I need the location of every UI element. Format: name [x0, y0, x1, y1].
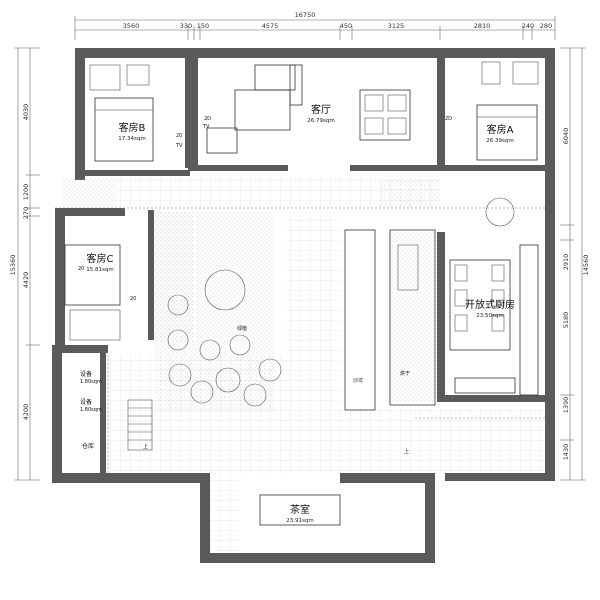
dim-top-1: 3560	[123, 22, 140, 30]
room-storage-name: 仓库	[82, 442, 94, 450]
furniture	[55, 61, 545, 526]
walls	[52, 48, 555, 563]
dim-left-4: 4420	[22, 272, 30, 289]
room-guest-b-name: 客房B	[119, 121, 146, 134]
note-2d-2: 2D	[445, 116, 452, 122]
room-guest-a-name: 客房A	[487, 123, 514, 136]
dim-left-3: 270	[22, 207, 30, 219]
dim-top-3: 150	[197, 22, 209, 30]
top-dimensions: 16750 3560 330 150 4575 450 3125 2810 24…	[74, 11, 556, 40]
room-equip1-area: 1.80sqm	[80, 379, 102, 385]
note-2d-1: 2D	[204, 116, 211, 122]
dryer-label: 烘干	[400, 370, 410, 377]
dim-top-9: 280	[540, 22, 552, 30]
dim-total-top: 16750	[295, 11, 316, 19]
tv-label-2: TV	[202, 124, 210, 130]
room-equip1-name: 设备	[80, 370, 92, 378]
dim-top-2: 330	[180, 22, 192, 30]
room-tea-area: 23.91sqm	[286, 518, 313, 524]
room-kitchen-name: 开放式厨房	[465, 298, 515, 311]
room-living-area: 26.79sqm	[307, 118, 334, 124]
room-guest-c-name: 客房C	[87, 252, 114, 265]
right-dimensions: 14560 6040 2910 5180 1390 1430	[560, 47, 590, 481]
room-equip2-area: 1.80sqm	[80, 407, 102, 413]
room-guest-c-area: 15.81sqm	[86, 267, 113, 273]
dim-right-4: 1390	[562, 397, 570, 414]
dim-right-3: 5180	[562, 312, 570, 329]
misc-labels: TV TV 20 2D 20 20 2D 上 上 沙坑 烘干 绿植	[78, 116, 452, 455]
dim-top-7: 2810	[474, 22, 491, 30]
dim-right-5: 1430	[562, 444, 570, 461]
shrub-label: 绿植	[237, 325, 247, 332]
room-living-name: 客厅	[311, 103, 331, 116]
dim-top-4: 4575	[262, 22, 279, 30]
dim-right-2: 2910	[562, 254, 570, 271]
note-20-3: 20	[78, 266, 84, 272]
room-kitchen-area: 23.50sqm	[476, 313, 503, 319]
floor-textures	[62, 178, 545, 553]
dim-left-1: 4030	[22, 104, 30, 121]
sofa-label: 沙坑	[353, 377, 363, 384]
room-guest-a-area: 26.39sqm	[486, 138, 513, 144]
dim-top-6: 3125	[388, 22, 405, 30]
dim-total-left: 15360	[9, 255, 17, 276]
tv-label-1: TV	[175, 143, 183, 149]
dim-total-right: 14560	[582, 255, 590, 276]
note-20-2: 20	[130, 296, 136, 302]
note-20-1: 20	[176, 133, 182, 139]
dim-left-5: 4200	[22, 404, 30, 421]
left-dimensions: 15360 4030 1200 270 4420 4200	[9, 47, 40, 481]
dim-right-1: 6040	[562, 128, 570, 145]
room-labels: 客房B 17.34sqm 客厅 26.79sqm 客房A 26.39sqm 客房…	[80, 103, 515, 524]
room-guest-b-area: 17.34sqm	[118, 136, 145, 142]
room-equip2-name: 设备	[80, 398, 92, 406]
dim-top-5: 450	[340, 22, 352, 30]
dim-top-8: 240	[522, 22, 534, 30]
up-label-1: 上	[143, 443, 148, 450]
dim-left-2: 1200	[22, 184, 30, 201]
up-label-2: 上	[404, 448, 409, 455]
room-tea-name: 茶室	[290, 503, 310, 516]
